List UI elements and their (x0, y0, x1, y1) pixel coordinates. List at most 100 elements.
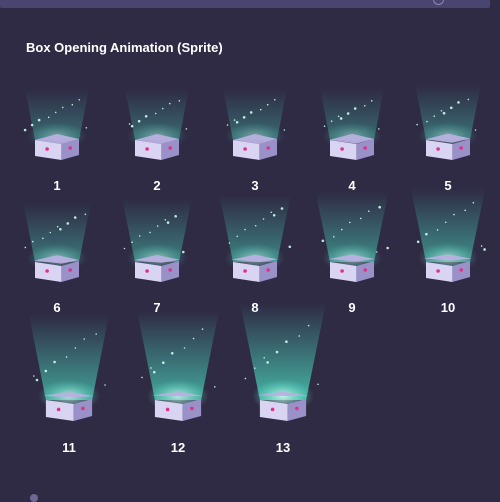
sparkle (56, 225, 59, 228)
sparkle (244, 377, 247, 380)
sparkle (137, 119, 141, 123)
box-sprite (23, 203, 91, 282)
sparkle (104, 384, 106, 386)
page-title: Box Opening Animation (Sprite) (26, 40, 223, 55)
sparkle (161, 361, 165, 364)
sparkle (95, 333, 97, 335)
sparkle (54, 111, 57, 114)
sparkle (138, 235, 141, 237)
sparkle (272, 213, 276, 217)
frame-number: 2 (153, 178, 161, 193)
sparkle (285, 340, 288, 343)
box-gem (266, 268, 270, 272)
frame-number: 6 (53, 300, 61, 315)
sparkle (273, 98, 276, 101)
sparkle (35, 378, 39, 382)
sparkle (84, 213, 87, 216)
sparkle (254, 367, 256, 369)
frame-number: 10 (440, 300, 456, 315)
light-beam (29, 315, 109, 400)
box-gem (145, 269, 149, 273)
box-lid (233, 134, 277, 144)
sparkle (33, 375, 35, 377)
box-sprite (320, 88, 384, 160)
sparkle (425, 232, 428, 236)
sparkle (323, 125, 326, 127)
sprite-frame: 7 (102, 177, 212, 316)
box-lid (135, 134, 179, 144)
sparkle (53, 360, 56, 364)
box-gem (340, 147, 344, 151)
box-gem (145, 147, 149, 151)
frame-number: 1 (53, 178, 61, 193)
sparkle (85, 127, 88, 129)
sparkle (426, 120, 428, 123)
sparkle (266, 361, 269, 364)
sparkle (453, 213, 455, 216)
sparkle (128, 123, 131, 125)
box-sprite (240, 303, 326, 421)
box-gem (165, 407, 170, 412)
sparkle (178, 100, 181, 102)
sparkle (123, 247, 126, 250)
sparkle (436, 229, 439, 231)
sprite-frame: 5 (393, 55, 500, 194)
sparkle (235, 121, 239, 124)
sparkle (242, 116, 246, 119)
sprite-frame: 10 (393, 177, 500, 316)
sparkle (65, 356, 68, 358)
sparkle (226, 124, 229, 126)
sprite-frame: 13 (228, 303, 338, 456)
sparkle (59, 227, 62, 231)
box-sprite (219, 195, 292, 282)
sparkle (42, 237, 44, 240)
sparkle (433, 115, 436, 117)
sparkle (61, 106, 64, 109)
sparkle (166, 221, 170, 224)
sparkle (416, 240, 420, 244)
light-beam (240, 303, 326, 400)
sparkle (244, 228, 246, 231)
frame-number: 9 (348, 300, 356, 315)
sparkle (472, 201, 475, 204)
frame-number: 13 (275, 440, 291, 455)
sparkle (174, 215, 177, 218)
sparkle (37, 118, 41, 122)
sparkle (339, 117, 343, 120)
sparkle (73, 216, 77, 219)
light-beam (315, 192, 389, 262)
sparkle (130, 124, 134, 128)
sparkle (346, 112, 350, 115)
sparkle (78, 98, 81, 101)
sparkle (259, 108, 262, 111)
sparkle (150, 367, 152, 369)
frame-number: 12 (170, 440, 186, 455)
sparkle (464, 209, 466, 212)
sparkle (228, 242, 231, 244)
light-beam (137, 311, 219, 400)
sparkle (214, 386, 216, 388)
sparkle (457, 101, 460, 104)
sparkle (298, 335, 301, 337)
sparkle (483, 248, 486, 251)
sparkle (349, 221, 351, 224)
sparkle (330, 120, 333, 122)
box-gem (459, 146, 463, 150)
sprite-frame: 8 (200, 177, 310, 316)
box-gem (295, 406, 299, 411)
sparkle (333, 236, 335, 238)
box-gem (168, 268, 172, 272)
box-lid (43, 391, 94, 398)
sparkle (375, 251, 378, 253)
sparkle (467, 98, 470, 101)
sparkle (370, 100, 373, 102)
box-gem (56, 407, 61, 412)
sparkle (144, 114, 148, 118)
box-lid (35, 134, 79, 144)
help-icon[interactable] (433, 0, 444, 5)
box-sprite (223, 88, 287, 160)
sparkle (270, 211, 273, 214)
box-gem (190, 406, 194, 411)
box-lid (423, 254, 472, 261)
sparkle (480, 245, 483, 247)
